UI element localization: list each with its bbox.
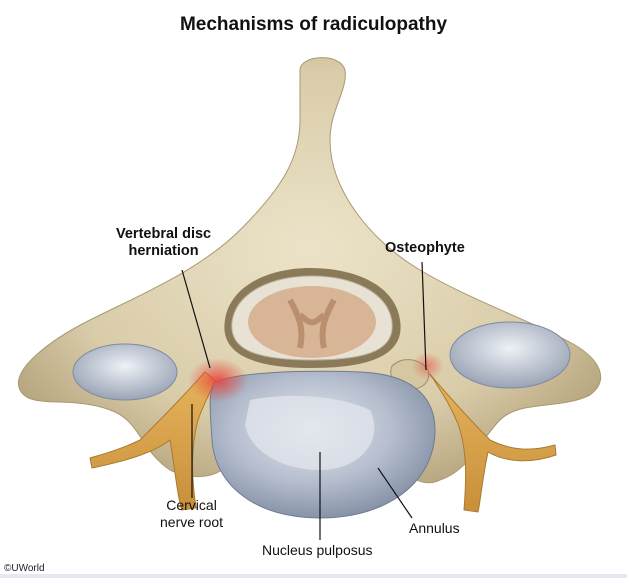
label-annulus: Annulus (409, 520, 460, 536)
bottom-divider (0, 574, 627, 578)
label-nucleus-pulposus: Nucleus pulposus (262, 542, 373, 558)
leader-lines (181, 261, 427, 540)
diagram-title: Mechanisms of radiculopathy (179, 14, 448, 35)
spinal-cord (231, 275, 393, 361)
osteophyte-inflammation (412, 352, 444, 380)
copyright: ©UWorld (4, 563, 45, 574)
nerve-roots (89, 371, 557, 513)
label-osteophyte: Osteophyte (385, 240, 465, 256)
label-cervical-nerve-root: Cervical nerve root (160, 497, 224, 530)
intervertebral-disc (209, 370, 436, 519)
right-facet-joint (449, 321, 571, 389)
label-vertebral-disc-herniation: Vertebral disc herniation (116, 226, 212, 259)
herniation-inflammation (188, 358, 248, 402)
left-facet-joint (72, 343, 178, 401)
